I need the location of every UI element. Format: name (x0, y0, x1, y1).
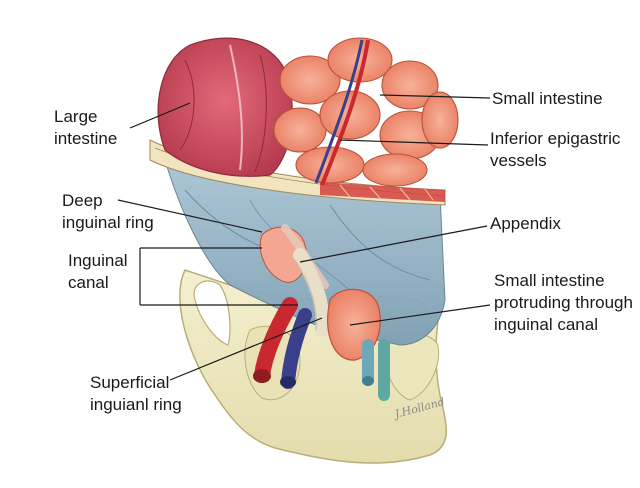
obturator-opening (193, 280, 231, 346)
epigastric-artery (320, 39, 370, 186)
small-intestine-loops (273, 37, 459, 187)
label-inguinal-canal: Inguinal canal (68, 251, 128, 292)
leader-lines (117, 94, 491, 381)
femoral-vein (281, 308, 312, 389)
label-inferior-epigastric-vessels: Inferior epigastric vessels (490, 129, 621, 170)
label-superficial-inguinal-ring: Superficial inguianl ring (90, 373, 182, 414)
epigastric-vein (314, 39, 364, 184)
inguinal-canal-bundle (293, 248, 330, 337)
label-deep-inguinal-ring: Deep inguinal ring (62, 191, 154, 232)
label-appendix: Appendix (490, 214, 561, 233)
label-small-intestine-protruding: Small intestine protruding through ingui… (494, 271, 633, 334)
label-small-intestine: Small intestine (492, 89, 603, 108)
large-intestine-shape (157, 37, 293, 177)
label-large-intestine: Large intestine (54, 107, 118, 148)
